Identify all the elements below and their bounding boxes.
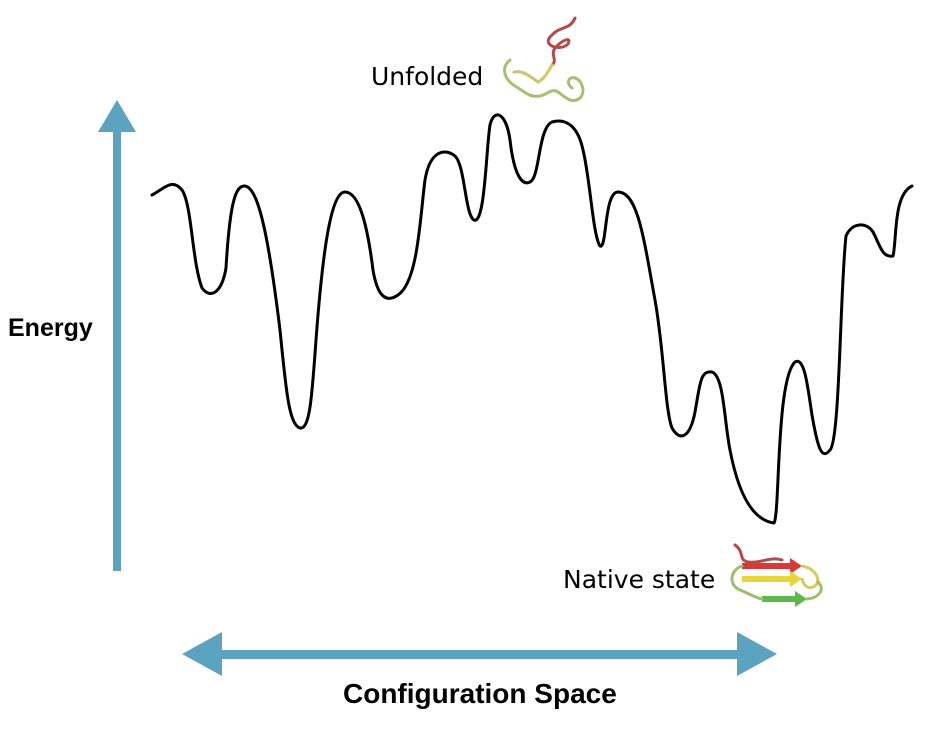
energy-axis-label: Energy — [8, 314, 93, 342]
configuration-axis-arrow — [182, 632, 777, 676]
energy-landscape-curve — [150, 113, 914, 525]
configuration-space-axis-label: Configuration Space — [343, 678, 617, 709]
energy-axis-arrow — [98, 100, 136, 571]
unfolded-protein-coil-icon — [503, 16, 585, 102]
unfolded-state-label: Unfolded — [371, 62, 484, 91]
folded-beta-sheet-protein-icon — [730, 543, 823, 607]
native-state-label: Native state — [563, 565, 716, 594]
